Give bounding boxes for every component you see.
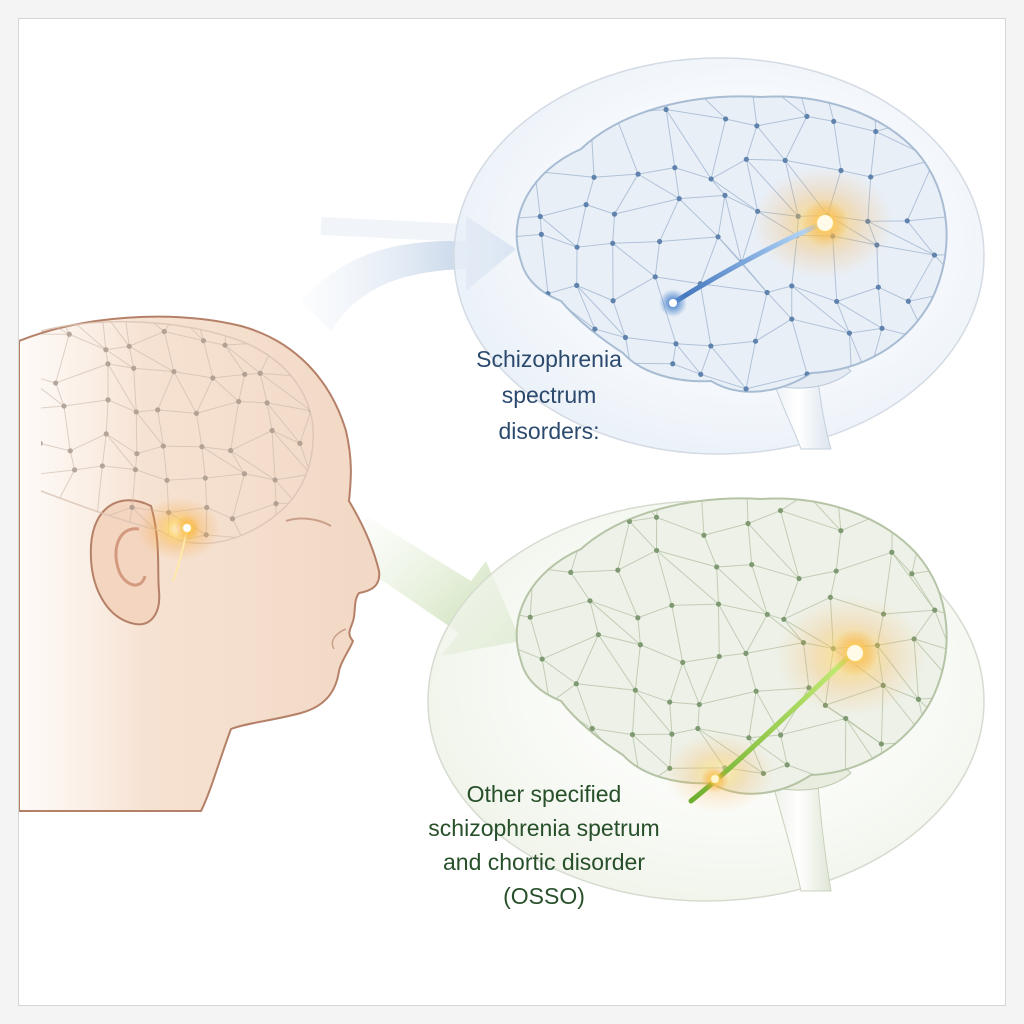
head-profile-illustration [19, 315, 381, 812]
top-brain-illustration [453, 57, 985, 455]
label-bottom-line4: (OSSO) [503, 883, 585, 909]
label-bottom-line1: Other specified [466, 781, 622, 807]
diagram-illustration [19, 57, 985, 902]
label-schizophrenia-spectrum: Schizophrenia spectrum disorders: [439, 341, 659, 449]
label-bottom-line2: schizophrenia spetrum [428, 815, 660, 841]
label-top-line1: Schizophrenia [476, 346, 622, 372]
bottom-brain-illustration [427, 497, 985, 902]
diagram-frame: Schizophrenia spectrum disorders: Other … [18, 18, 1006, 1006]
label-other-specified: Other specified schizophrenia spetrum an… [384, 777, 704, 913]
label-bottom-line3: and chortic disorder [443, 849, 645, 875]
head-silhouette [19, 315, 381, 812]
label-top-line3: disorders: [498, 418, 600, 444]
label-top-line2: spectrum [501, 382, 597, 408]
